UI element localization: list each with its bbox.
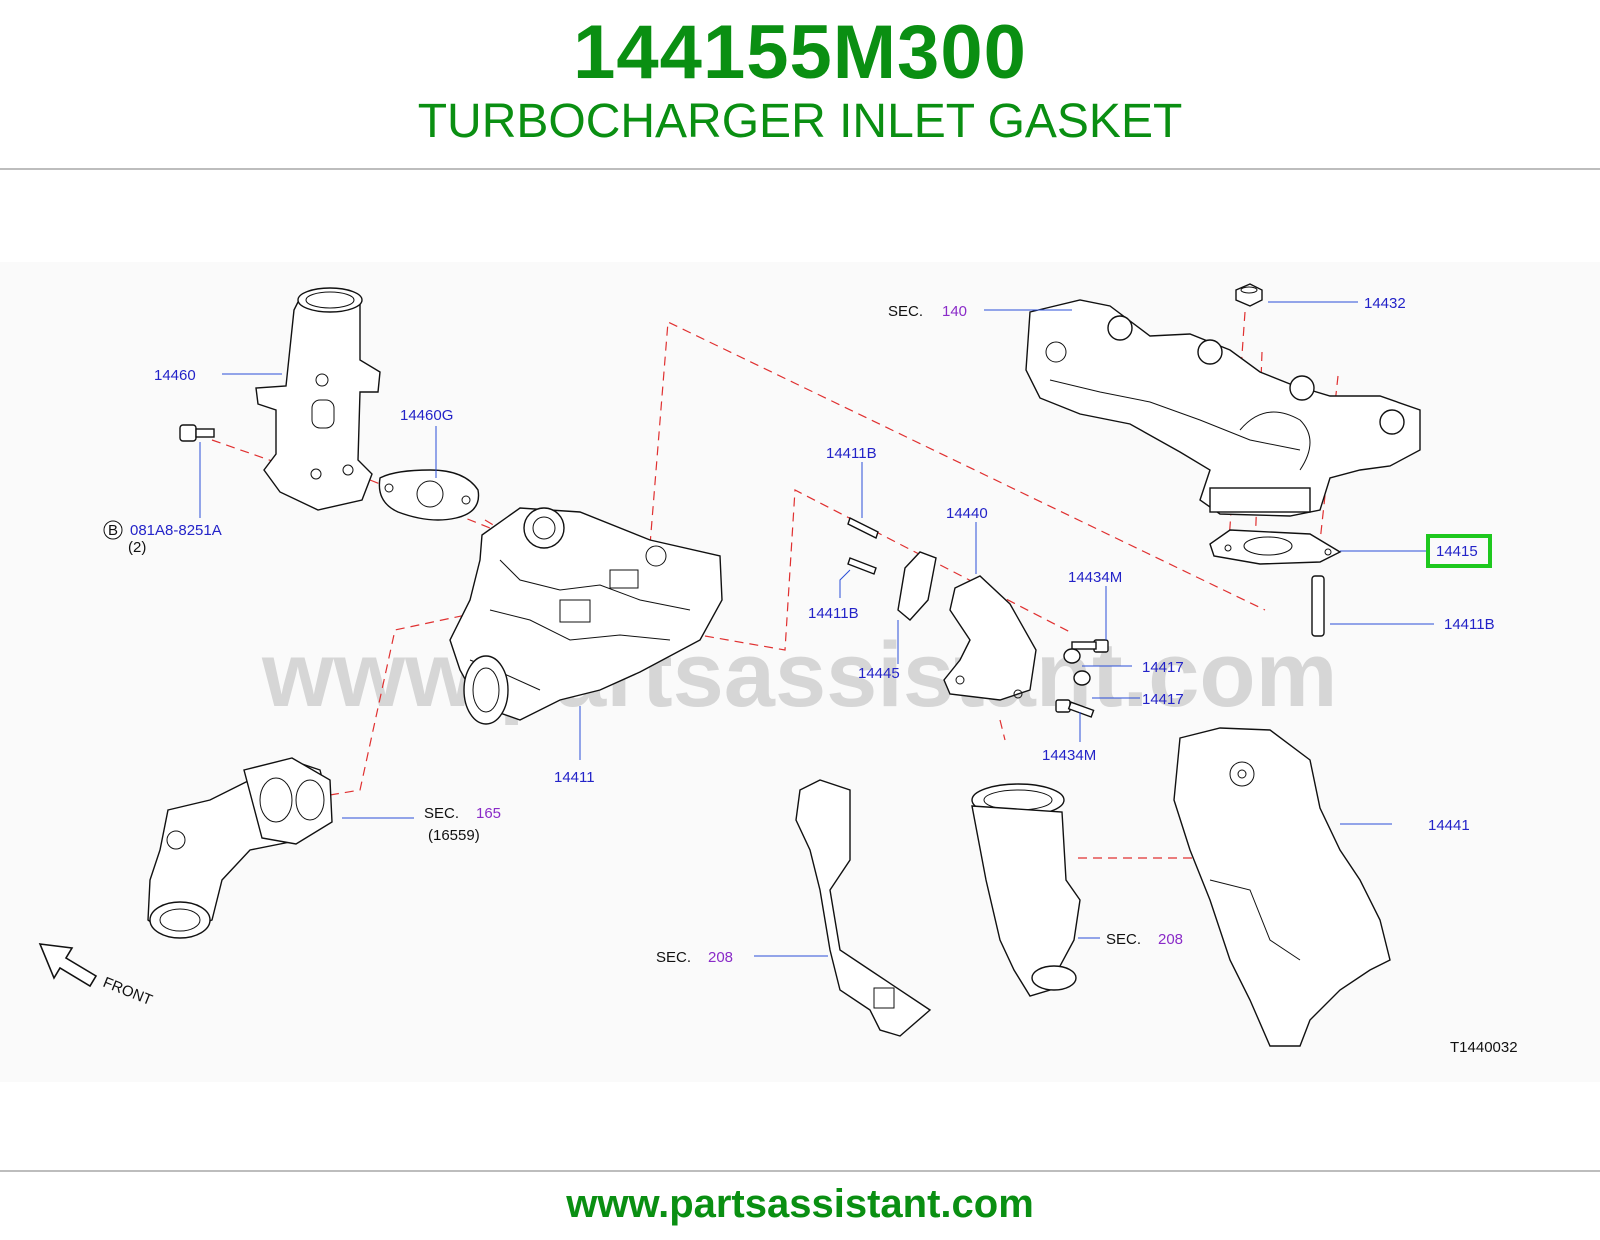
sec-140-label: SEC. (888, 303, 923, 320)
part-14445-bracket[interactable] (897, 551, 937, 621)
sec-165-intake-pipe[interactable] (147, 757, 333, 939)
part-14434M-bolt-top[interactable] (1071, 639, 1109, 653)
header-divider (0, 168, 1600, 170)
callout-14460G[interactable]: 14460G (400, 407, 453, 424)
part-number: 144155M300 (573, 10, 1027, 95)
callout-14432[interactable]: 14432 (1364, 295, 1406, 312)
page-header: 144155M300 TURBOCHARGER INLET GASKET (0, 0, 1600, 168)
watermark-text: www.partsassistant.com (261, 624, 1337, 726)
part-14417-nut-a[interactable] (1063, 648, 1081, 664)
callout-14434M-top[interactable]: 14434M (1068, 569, 1122, 586)
sec-208-right-number[interactable]: 208 (1158, 931, 1183, 948)
callout-bolt-qty: (2) (128, 539, 146, 556)
callout-14460[interactable]: 14460 (154, 367, 196, 384)
sec-208-catalytic-converter[interactable] (971, 783, 1081, 997)
diagram-code: T1440032 (1450, 1039, 1518, 1056)
callout-14440[interactable]: 14440 (946, 505, 988, 522)
sec-165-number[interactable]: 165 (476, 805, 501, 822)
sec-140-exhaust-manifold[interactable] (1025, 299, 1421, 517)
part-14441-heat-shield[interactable] (1173, 727, 1391, 1047)
part-14440-support-bracket[interactable] (943, 575, 1037, 701)
callout-081A8-8251A[interactable]: 081A8-8251A (130, 522, 222, 539)
bolt-ref-prefix: B (108, 522, 118, 539)
footer-website-link[interactable]: www.partsassistant.com (566, 1182, 1034, 1226)
sec-165-sub: (16559) (428, 827, 480, 844)
sec-208-left-number[interactable]: 208 (708, 949, 733, 966)
sec-165-label: SEC. (424, 805, 459, 822)
callout-14411[interactable]: 14411 (554, 769, 595, 786)
part-title: TURBOCHARGER INLET GASKET (417, 95, 1183, 148)
callout-14445[interactable]: 14445 (858, 665, 900, 682)
callout-14411B-top[interactable]: 14411B (826, 445, 877, 462)
part-14417-nut-b[interactable] (1073, 670, 1091, 686)
callout-14417-a[interactable]: 14417 (1142, 659, 1184, 676)
part-14460G-gasket[interactable] (378, 469, 480, 521)
callout-14417-b[interactable]: 14417 (1142, 691, 1184, 708)
part-14460-turbo-outlet[interactable] (255, 287, 381, 511)
part-14411B-stud-left[interactable] (847, 557, 877, 575)
bolt-ref-circle (103, 520, 123, 540)
callout-14415[interactable]: 14415 (1436, 543, 1478, 560)
part-14411-turbocharger[interactable] (449, 507, 723, 725)
front-label: FRONT (101, 974, 155, 1009)
part-14432-nut[interactable] (1235, 283, 1263, 307)
footer-divider (0, 1170, 1600, 1172)
callout-14411B-left[interactable]: 14411B (808, 605, 859, 622)
callout-14411B-right[interactable]: 14411B (1444, 616, 1495, 633)
sec-208-left-label: SEC. (656, 949, 691, 966)
part-14411B-stud-top[interactable] (847, 517, 879, 539)
callout-14441[interactable]: 14441 (1428, 817, 1470, 834)
sec-208-right-label: SEC. (1106, 931, 1141, 948)
sec-140-number[interactable]: 140 (942, 303, 967, 320)
front-arrow-icon (38, 943, 98, 988)
bolt-081A8-8251A[interactable] (179, 424, 215, 442)
callout-14434M-bottom[interactable]: 14434M (1042, 747, 1096, 764)
highlight-box (1426, 534, 1492, 568)
sec-208-heat-shield-left[interactable] (795, 779, 932, 1037)
part-14415-turbo-inlet-gasket[interactable] (1209, 529, 1342, 565)
part-14411B-stud-right[interactable] (1311, 575, 1325, 637)
callout-leaders (199, 301, 1434, 957)
